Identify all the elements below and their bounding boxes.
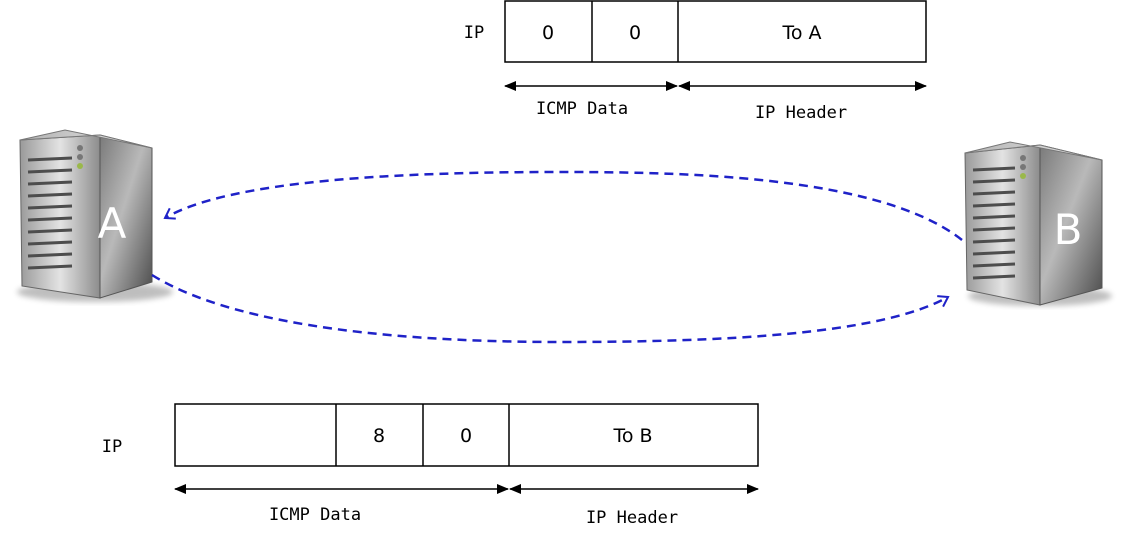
server-icon (19, 129, 153, 299)
request-packet: IP 8 0 To B ICMP Data IP Header (102, 403, 759, 528)
reply-cell-1: 0 (542, 22, 554, 44)
reply-cell-2: 0 (629, 22, 641, 44)
request-cell-3: 0 (460, 425, 472, 447)
server-a-label: A (98, 199, 127, 248)
reply-arrow (163, 170, 963, 241)
request-cell-4: To B (612, 425, 652, 447)
server-icon (964, 141, 1103, 306)
request-packet-frame (174, 403, 759, 467)
reply-header-label: IP Header (755, 103, 847, 123)
server-b: B (964, 141, 1112, 306)
server-a: A (17, 129, 173, 302)
request-cell-2: 8 (373, 425, 385, 447)
reply-packet: IP 0 0 To A ICMP Data IP Header (464, 0, 927, 123)
reply-packet-frame (504, 0, 927, 63)
reply-cell-3: To A (781, 22, 821, 44)
request-packet-ip-label: IP (102, 437, 122, 457)
request-arrow (151, 273, 950, 344)
reply-data-label: ICMP Data (536, 99, 628, 119)
request-data-label: ICMP Data (269, 505, 361, 525)
reply-packet-ip-label: IP (464, 23, 484, 43)
request-header-label: IP Header (586, 508, 678, 528)
server-b-label: B (1054, 205, 1083, 254)
